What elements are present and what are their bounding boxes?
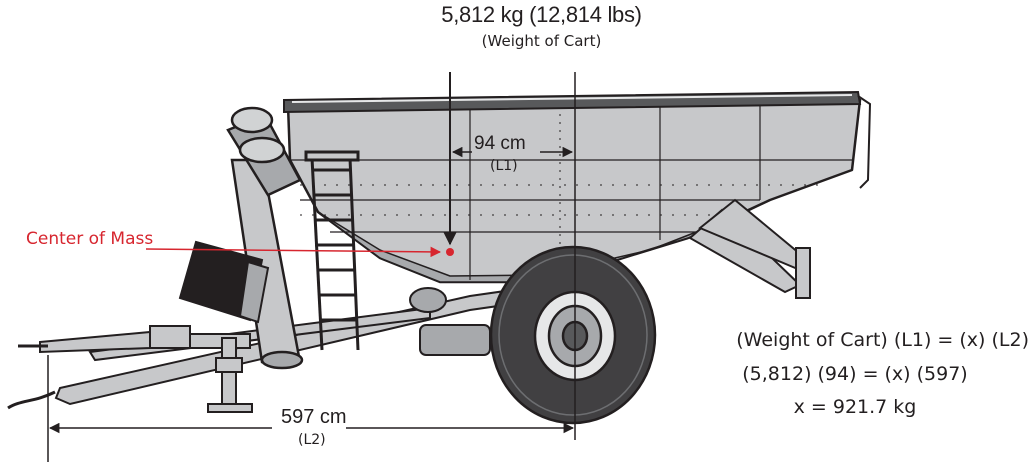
l2-tag: (L2): [298, 432, 326, 448]
axle-mount: [409, 287, 491, 356]
equation-line-2: (5,812) (94) = (x) (597): [742, 363, 968, 385]
auger: [226, 106, 304, 370]
wheel: [489, 245, 657, 425]
cart-weight-caption: (Weight of Cart): [481, 32, 602, 50]
equation-line-1: (Weight of Cart) (L1) = (x) (L2): [736, 329, 1029, 351]
equation-line-3: x = 921.7 kg: [793, 396, 917, 418]
center-of-mass-label: Center of Mass: [26, 229, 154, 249]
ladder: [304, 150, 360, 351]
hitch-jack: [207, 337, 253, 413]
l2-distance-label: 597 cm: [281, 406, 347, 428]
tarp-roll: [283, 90, 872, 189]
l1-distance-label: 94 cm: [474, 133, 526, 154]
cart-weight-label: 5,812 kg (12,814 lbs): [441, 2, 642, 27]
dimension-lines: [47, 72, 576, 462]
l1-tag: (L1): [490, 158, 518, 174]
auger-gearbox: [178, 240, 270, 324]
center-of-mass-marker: [145, 246, 454, 258]
pto-shaft: [7, 344, 56, 410]
rear-brace: [688, 198, 811, 299]
